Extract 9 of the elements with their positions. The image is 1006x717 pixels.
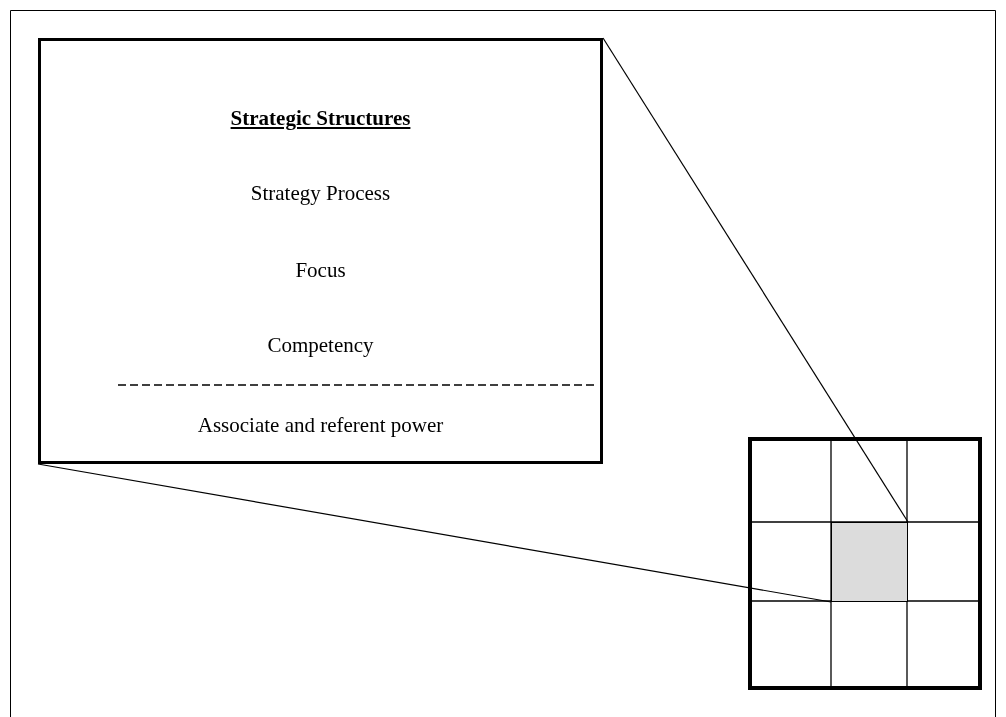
- item-text: Associate and referent power: [197, 413, 444, 438]
- highlighted-cell: [831, 522, 908, 602]
- item-text: Focus: [295, 258, 346, 283]
- leader-line: [37, 463, 832, 603]
- heading: Strategic Structures: [230, 106, 411, 131]
- item-text: Strategy Process: [250, 181, 391, 206]
- leader-line: [602, 37, 909, 523]
- item-text: Competency: [267, 333, 374, 358]
- callout-box: [38, 38, 603, 464]
